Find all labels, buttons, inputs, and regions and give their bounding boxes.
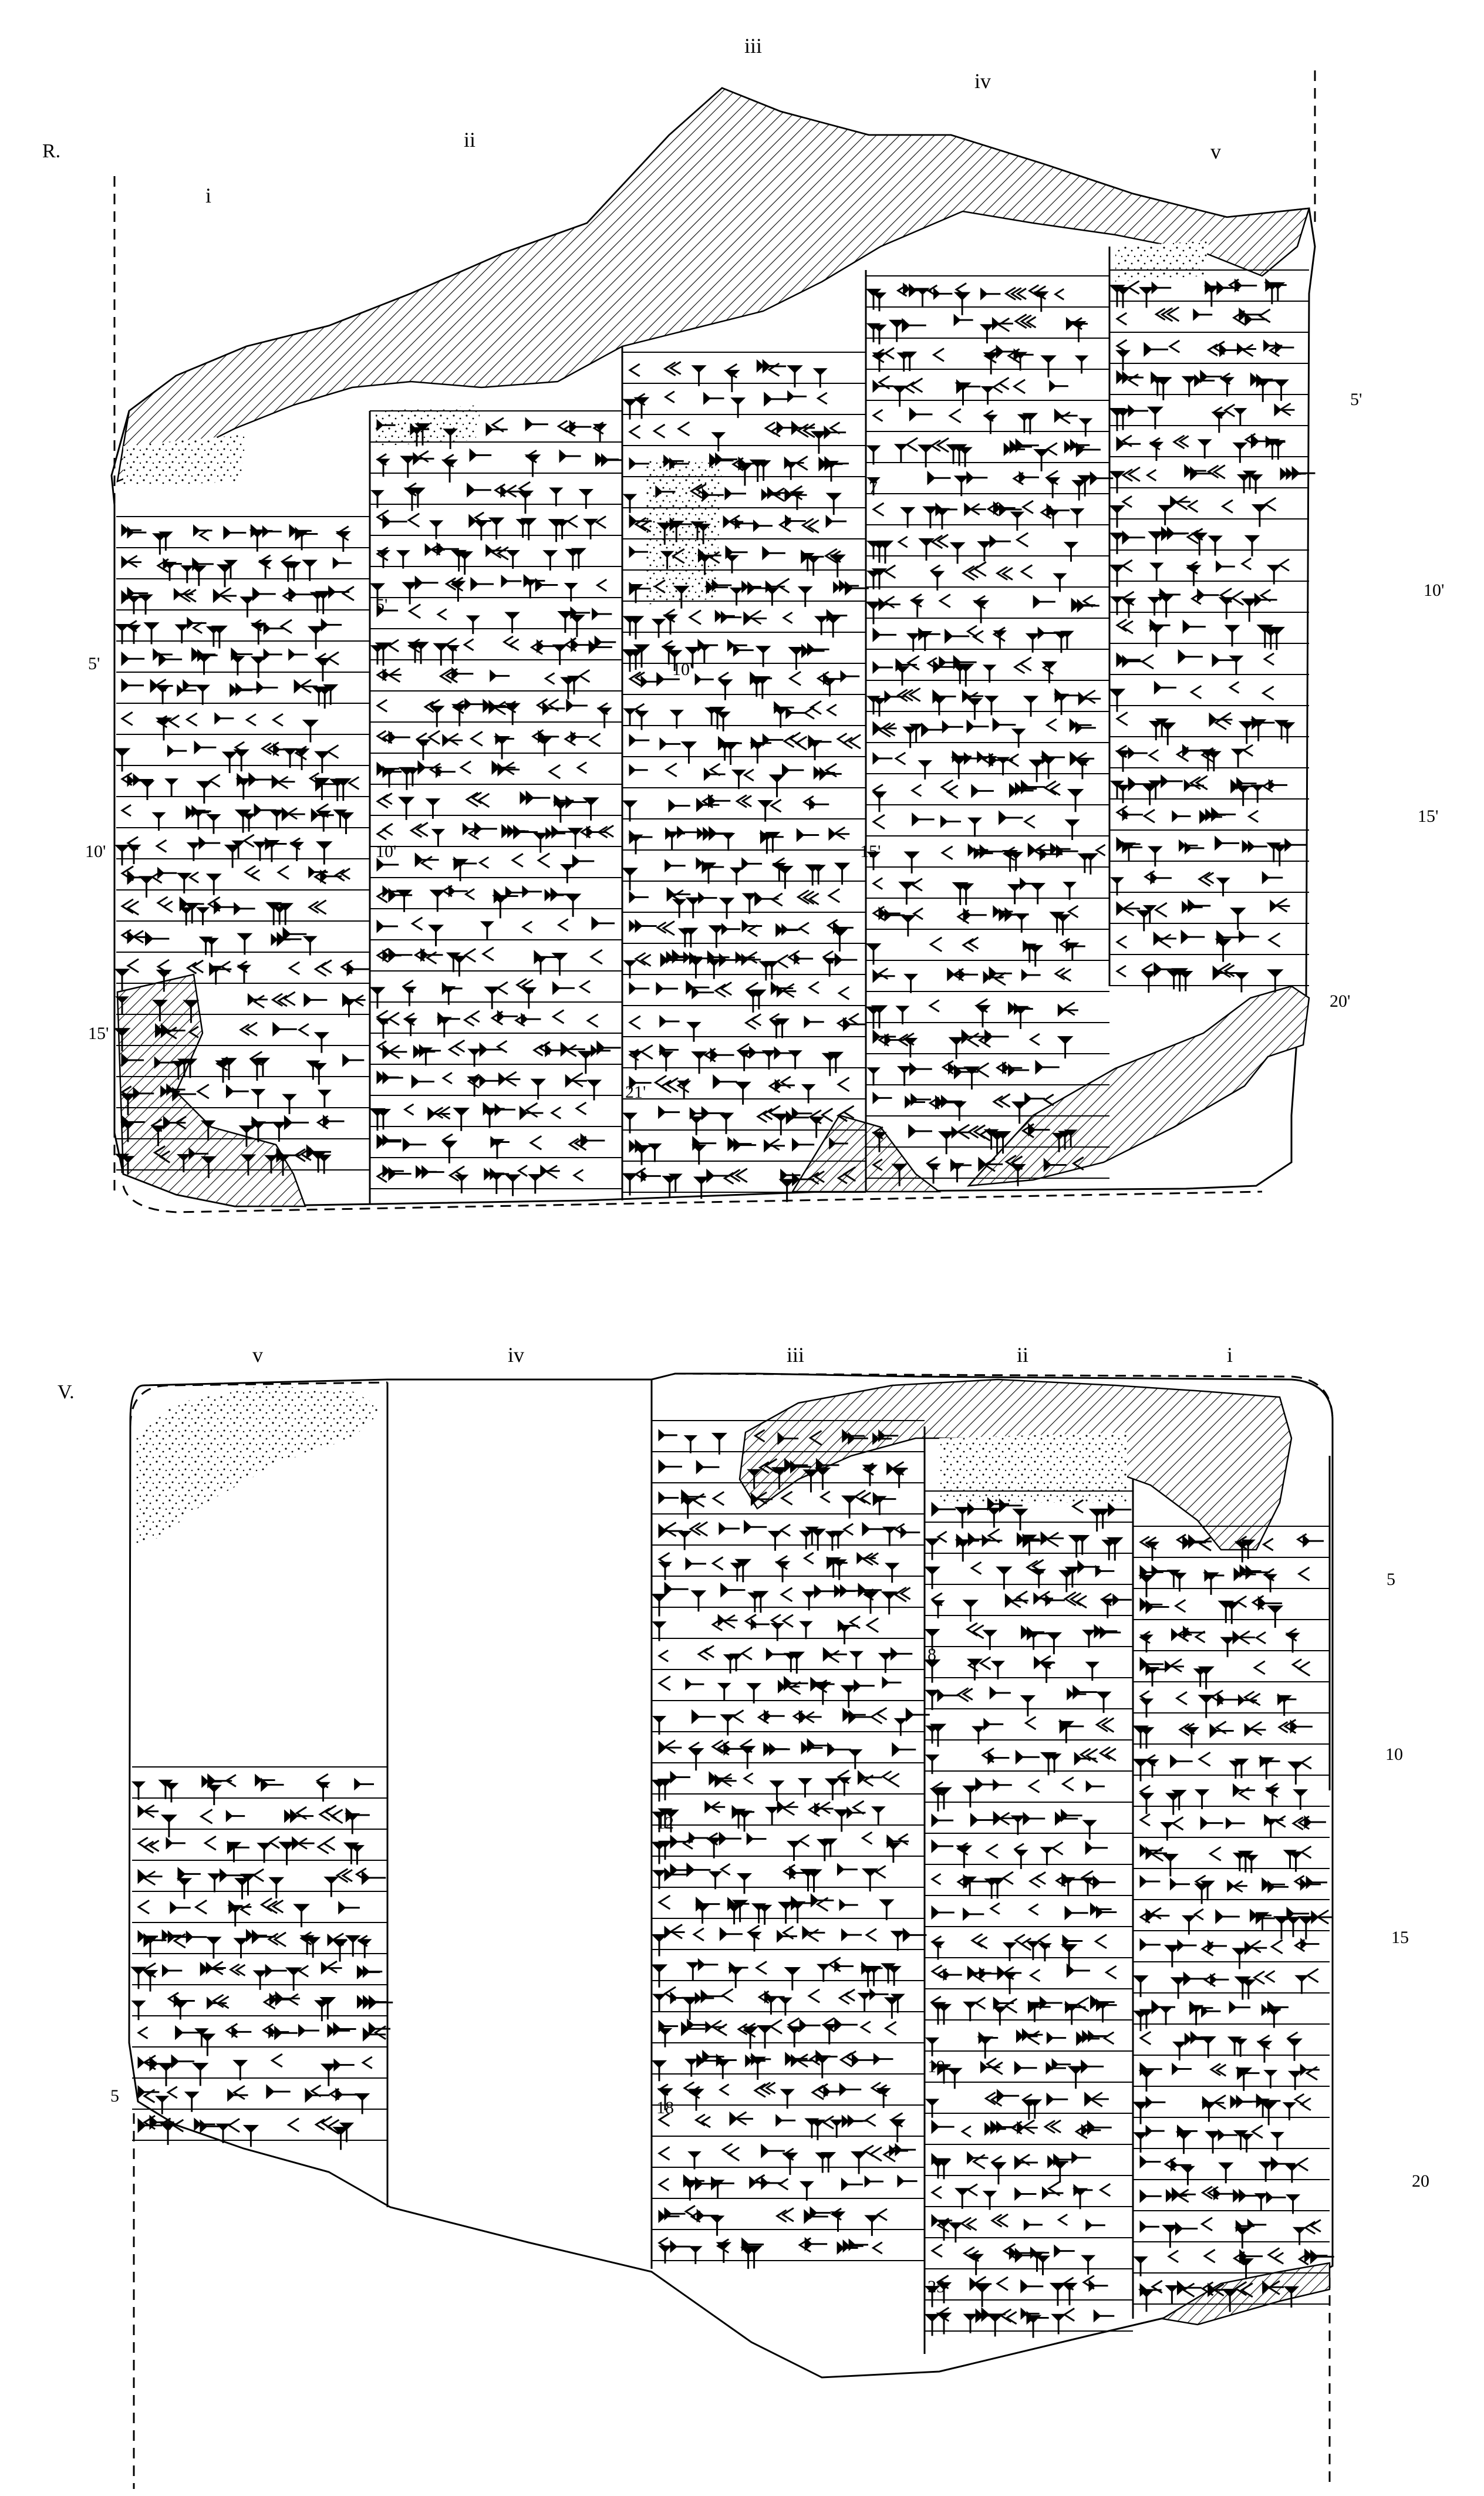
obverse-column-header-iv: iv [508,1343,524,1367]
obverse-side-label: V. [58,1381,75,1403]
reverse-abraded-area [376,405,481,446]
obverse-top-dashed-edge [129,1381,388,1427]
reverse-col-v-line-number: 10' [1424,581,1444,600]
obverse-col-v-line-number: 5 [110,2086,119,2106]
obverse-col-i-line-number: 20 [1412,2171,1429,2191]
obverse-column-header-ii: ii [1017,1343,1028,1367]
reverse-col-v-line-number: 20' [1330,991,1350,1011]
obverse-abraded-area [939,1432,1127,1503]
obverse-col-ii-line-number: 25 [928,2277,945,2296]
reverse-col-iv-line-number: 15' [860,842,881,861]
reverse-abraded-area [646,458,722,605]
reverse-side-label: R. [42,140,60,162]
obverse-col-ii-line-number: 8 [928,1645,936,1664]
reverse-bottom-right-break [966,985,1310,1187]
obverse-ruling-col-iii [652,1420,925,2261]
obverse-face: V. v iv iii ii i 5 12 18 8 19 25 5 10 15… [58,1343,1429,2489]
obverse-col-i-line-number: 15 [1391,1928,1409,1947]
obverse-col-iii-line-number: 12 [656,1813,674,1833]
obverse-ruling-col-i [1133,1526,1330,2305]
reverse-column-header-ii: ii [464,128,475,151]
reverse-cuneiform-signs [113,278,1316,1202]
obverse-outline [128,1372,1334,2379]
reverse-col-i-line-number: 5' [88,654,100,673]
reverse-bottom-dashed-edge [122,1185,1263,1213]
obverse-col-i-line-number: 5 [1387,1570,1395,1589]
obverse-column-header-iii: iii [787,1343,804,1367]
obverse-right-dashed-edge [674,1372,1334,1456]
reverse-col-iii-line-number: 10' [672,660,693,679]
obverse-col-ii-line-number: 19 [928,2057,945,2076]
reverse-column-header-iv: iv [974,69,991,93]
reverse-top-break [116,87,1310,483]
reverse-face: R. i ii iii iv v 5' 10' 15' 5' 10' 10' 2… [42,34,1444,1213]
reverse-ruling-col-iii [622,352,866,1193]
reverse-abraded-area [1115,241,1209,282]
obverse-cuneiform-signs [130,1429,1334,2338]
reverse-col-iv-line-number: 7 [869,478,878,497]
obverse-ruling-col-ii [925,1490,1133,2332]
reverse-col-i-line-number: 10' [85,842,106,861]
reverse-col-iii-line-number: 21' [625,1082,646,1102]
obverse-col-i-line-number: 10 [1385,1745,1403,1764]
obverse-abraded-area [135,1385,385,1544]
obverse-column-header-i: i [1227,1343,1233,1367]
reverse-column-header-iii: iii [744,34,762,58]
reverse-column-header-v: v [1210,140,1221,163]
reverse-ruling-col-iv [866,275,1109,1179]
reverse-column-header-i: i [205,184,211,207]
reverse-col-v-line-number: 5' [1350,390,1362,409]
obverse-column-header-v: v [252,1343,263,1367]
obverse-col-iii-line-number: 18 [656,2098,674,2117]
reverse-abraded-area [123,434,247,487]
reverse-col-ii-line-number: 10' [376,842,396,861]
obverse-ruling-col-v [132,1766,387,2141]
reverse-col-i-line-number: 15' [88,1024,109,1043]
reverse-col-ii-line-number: 5' [376,595,387,615]
reverse-ruling-col-v [1109,269,1309,986]
reverse-col-v-line-number: 15' [1418,807,1438,826]
